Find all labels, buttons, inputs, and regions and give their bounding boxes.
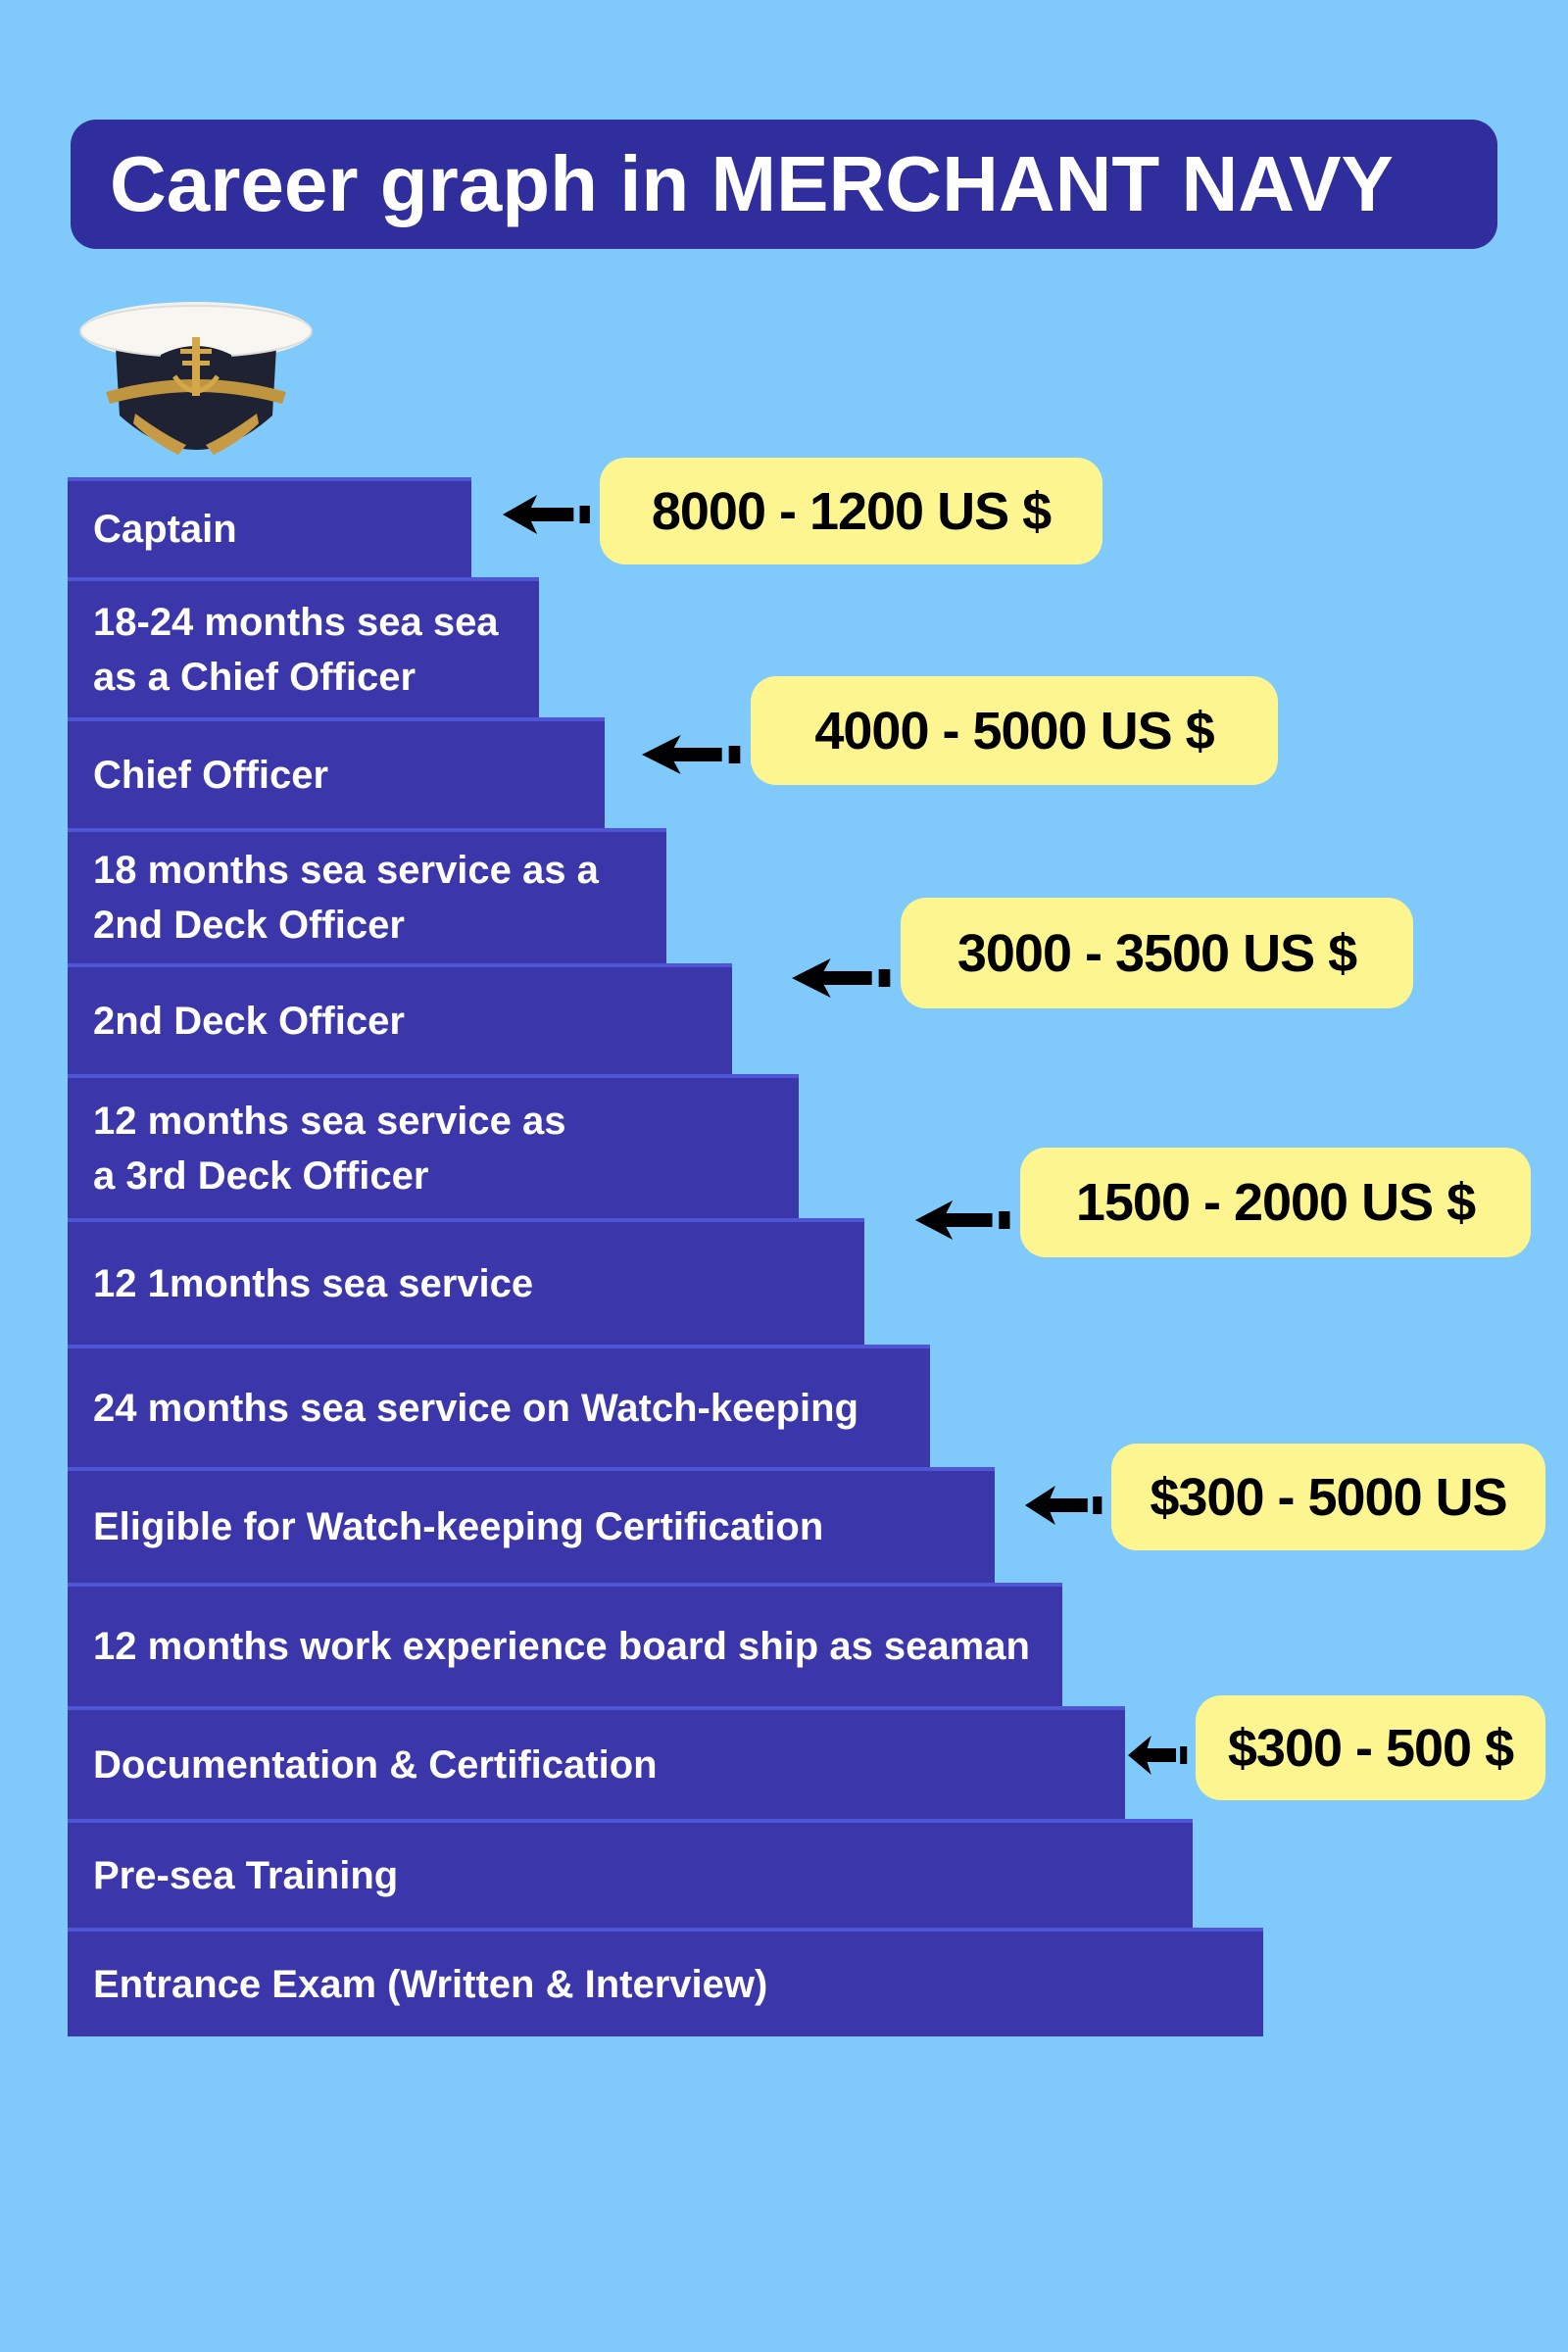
captain-hat-icon	[79, 302, 313, 455]
career-step: Pre-sea Training	[68, 1819, 1193, 1928]
salary-label: 8000 - 1200 US $	[600, 458, 1102, 564]
career-step: 18-24 months sea sea as a Chief Officer	[68, 577, 539, 717]
career-step: Chief Officer	[68, 717, 605, 828]
arrow-left-icon	[503, 495, 590, 534]
career-step: Entrance Exam (Written & Interview)	[68, 1928, 1263, 2036]
career-step: 24 months sea service on Watch-keeping	[68, 1345, 930, 1467]
arrow-left-icon	[1128, 1736, 1188, 1775]
career-step: 18 months sea service as a 2nd Deck Offi…	[68, 828, 666, 963]
arrow-left-icon	[915, 1200, 1010, 1240]
salary-label: 3000 - 3500 US $	[901, 898, 1413, 1008]
career-step: 2nd Deck Officer	[68, 963, 732, 1074]
salary-label: 1500 - 2000 US $	[1020, 1148, 1531, 1257]
career-step: 12 months work experience board ship as …	[68, 1583, 1062, 1706]
arrow-left-icon	[792, 958, 891, 998]
career-step: Captain	[68, 477, 471, 577]
arrow-left-icon	[642, 735, 741, 774]
salary-label: $300 - 5000 US	[1111, 1444, 1545, 1550]
career-step: Documentation & Certification	[68, 1706, 1125, 1819]
career-step: Eligible for Watch-keeping Certification	[68, 1467, 995, 1583]
career-step: 12 months sea service as a 3rd Deck Offi…	[68, 1074, 799, 1218]
salary-label: $300 - 500 $	[1196, 1695, 1545, 1800]
career-step: 12 1months sea service	[68, 1218, 864, 1345]
salary-label: 4000 - 5000 US $	[751, 676, 1278, 785]
page-title: Career graph in MERCHANT NAVY	[71, 120, 1497, 249]
arrow-left-icon	[1025, 1486, 1102, 1525]
